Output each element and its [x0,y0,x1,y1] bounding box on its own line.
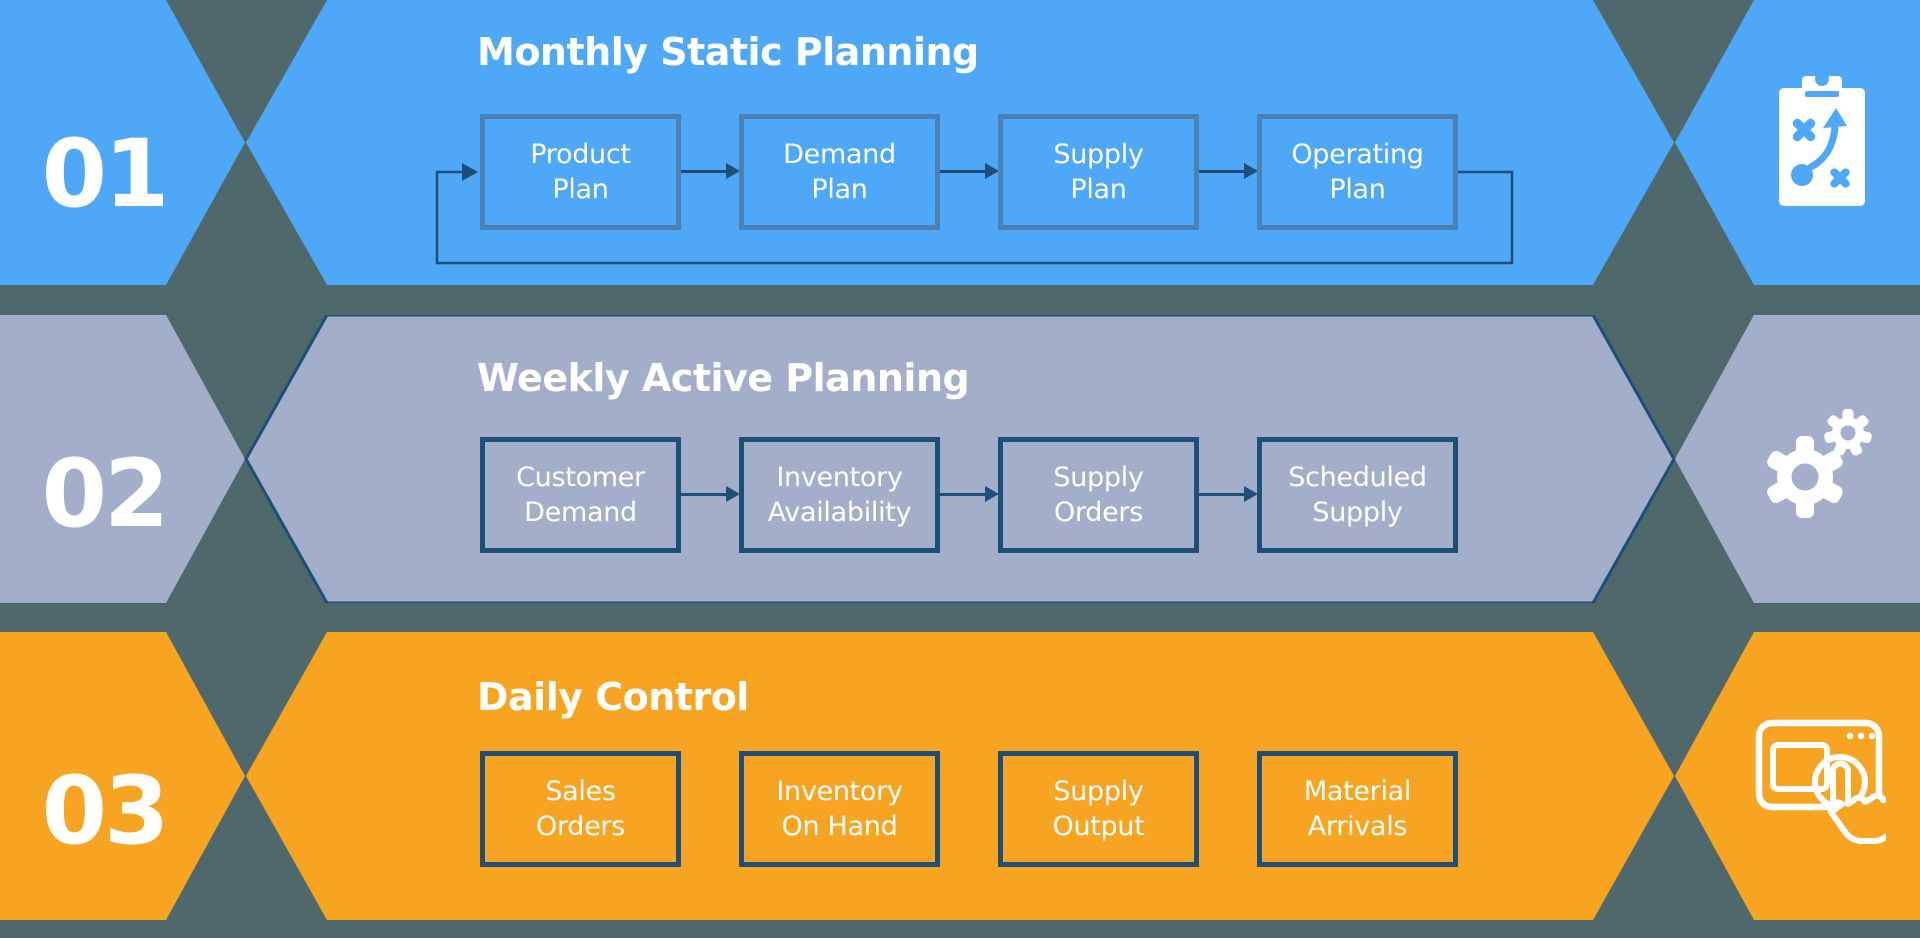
band2-banner-shape [244,315,1676,603]
touch-screen-icon [1755,719,1886,844]
band3-number-block-shape [0,632,245,920]
process-box-operating-plan: Operating Plan [1257,114,1458,230]
arrow-right-icon [940,163,999,179]
band3-title: Daily Control [477,675,749,719]
process-box-demand-plan: Demand Plan [739,114,940,230]
band3-icon-block-shape [1675,632,1920,920]
band3-number: 03 [41,757,170,866]
strategy-clipboard-icon [1779,72,1865,206]
band-weekly-active-planning: 02 Weekly Active Planning Customer Deman… [0,315,1920,603]
band3-banner-shape [246,632,1674,920]
process-box-sales-orders: Sales Orders [480,751,681,867]
process-box-product-plan: Product Plan [480,114,681,230]
arrow-right-icon [1199,163,1258,179]
band1-title: Monthly Static Planning [477,30,979,74]
band2-number-block-shape [0,315,245,603]
band3-shapes [0,632,1920,920]
process-box-scheduled-supply: Scheduled Supply [1257,437,1458,553]
band1-number-block-shape [0,0,245,285]
process-box-supply-orders: Supply Orders [998,437,1199,553]
band-monthly-static-planning: 01 Monthly Static Planning Product Plan … [0,0,1920,285]
process-box-material-arrivals: Material Arrivals [1257,751,1458,867]
arrow-right-icon [940,486,999,502]
band2-number: 02 [41,440,170,549]
process-box-inventory-on-hand: Inventory On Hand [739,751,940,867]
arrow-right-icon [681,163,740,179]
band-daily-control: 03 Daily Control Sales Orders Inventory … [0,632,1920,920]
band2-title: Weekly Active Planning [477,356,970,400]
process-box-customer-demand: Customer Demand [480,437,681,553]
process-box-supply-plan: Supply Plan [998,114,1199,230]
band1-number: 01 [41,120,170,229]
band2-shapes [0,315,1920,603]
arrow-right-icon [681,486,740,502]
process-box-inventory-availability: Inventory Availability [739,437,940,553]
process-box-supply-output: Supply Output [998,751,1199,867]
arrow-right-icon [1199,486,1258,502]
gears-icon [1767,409,1872,518]
